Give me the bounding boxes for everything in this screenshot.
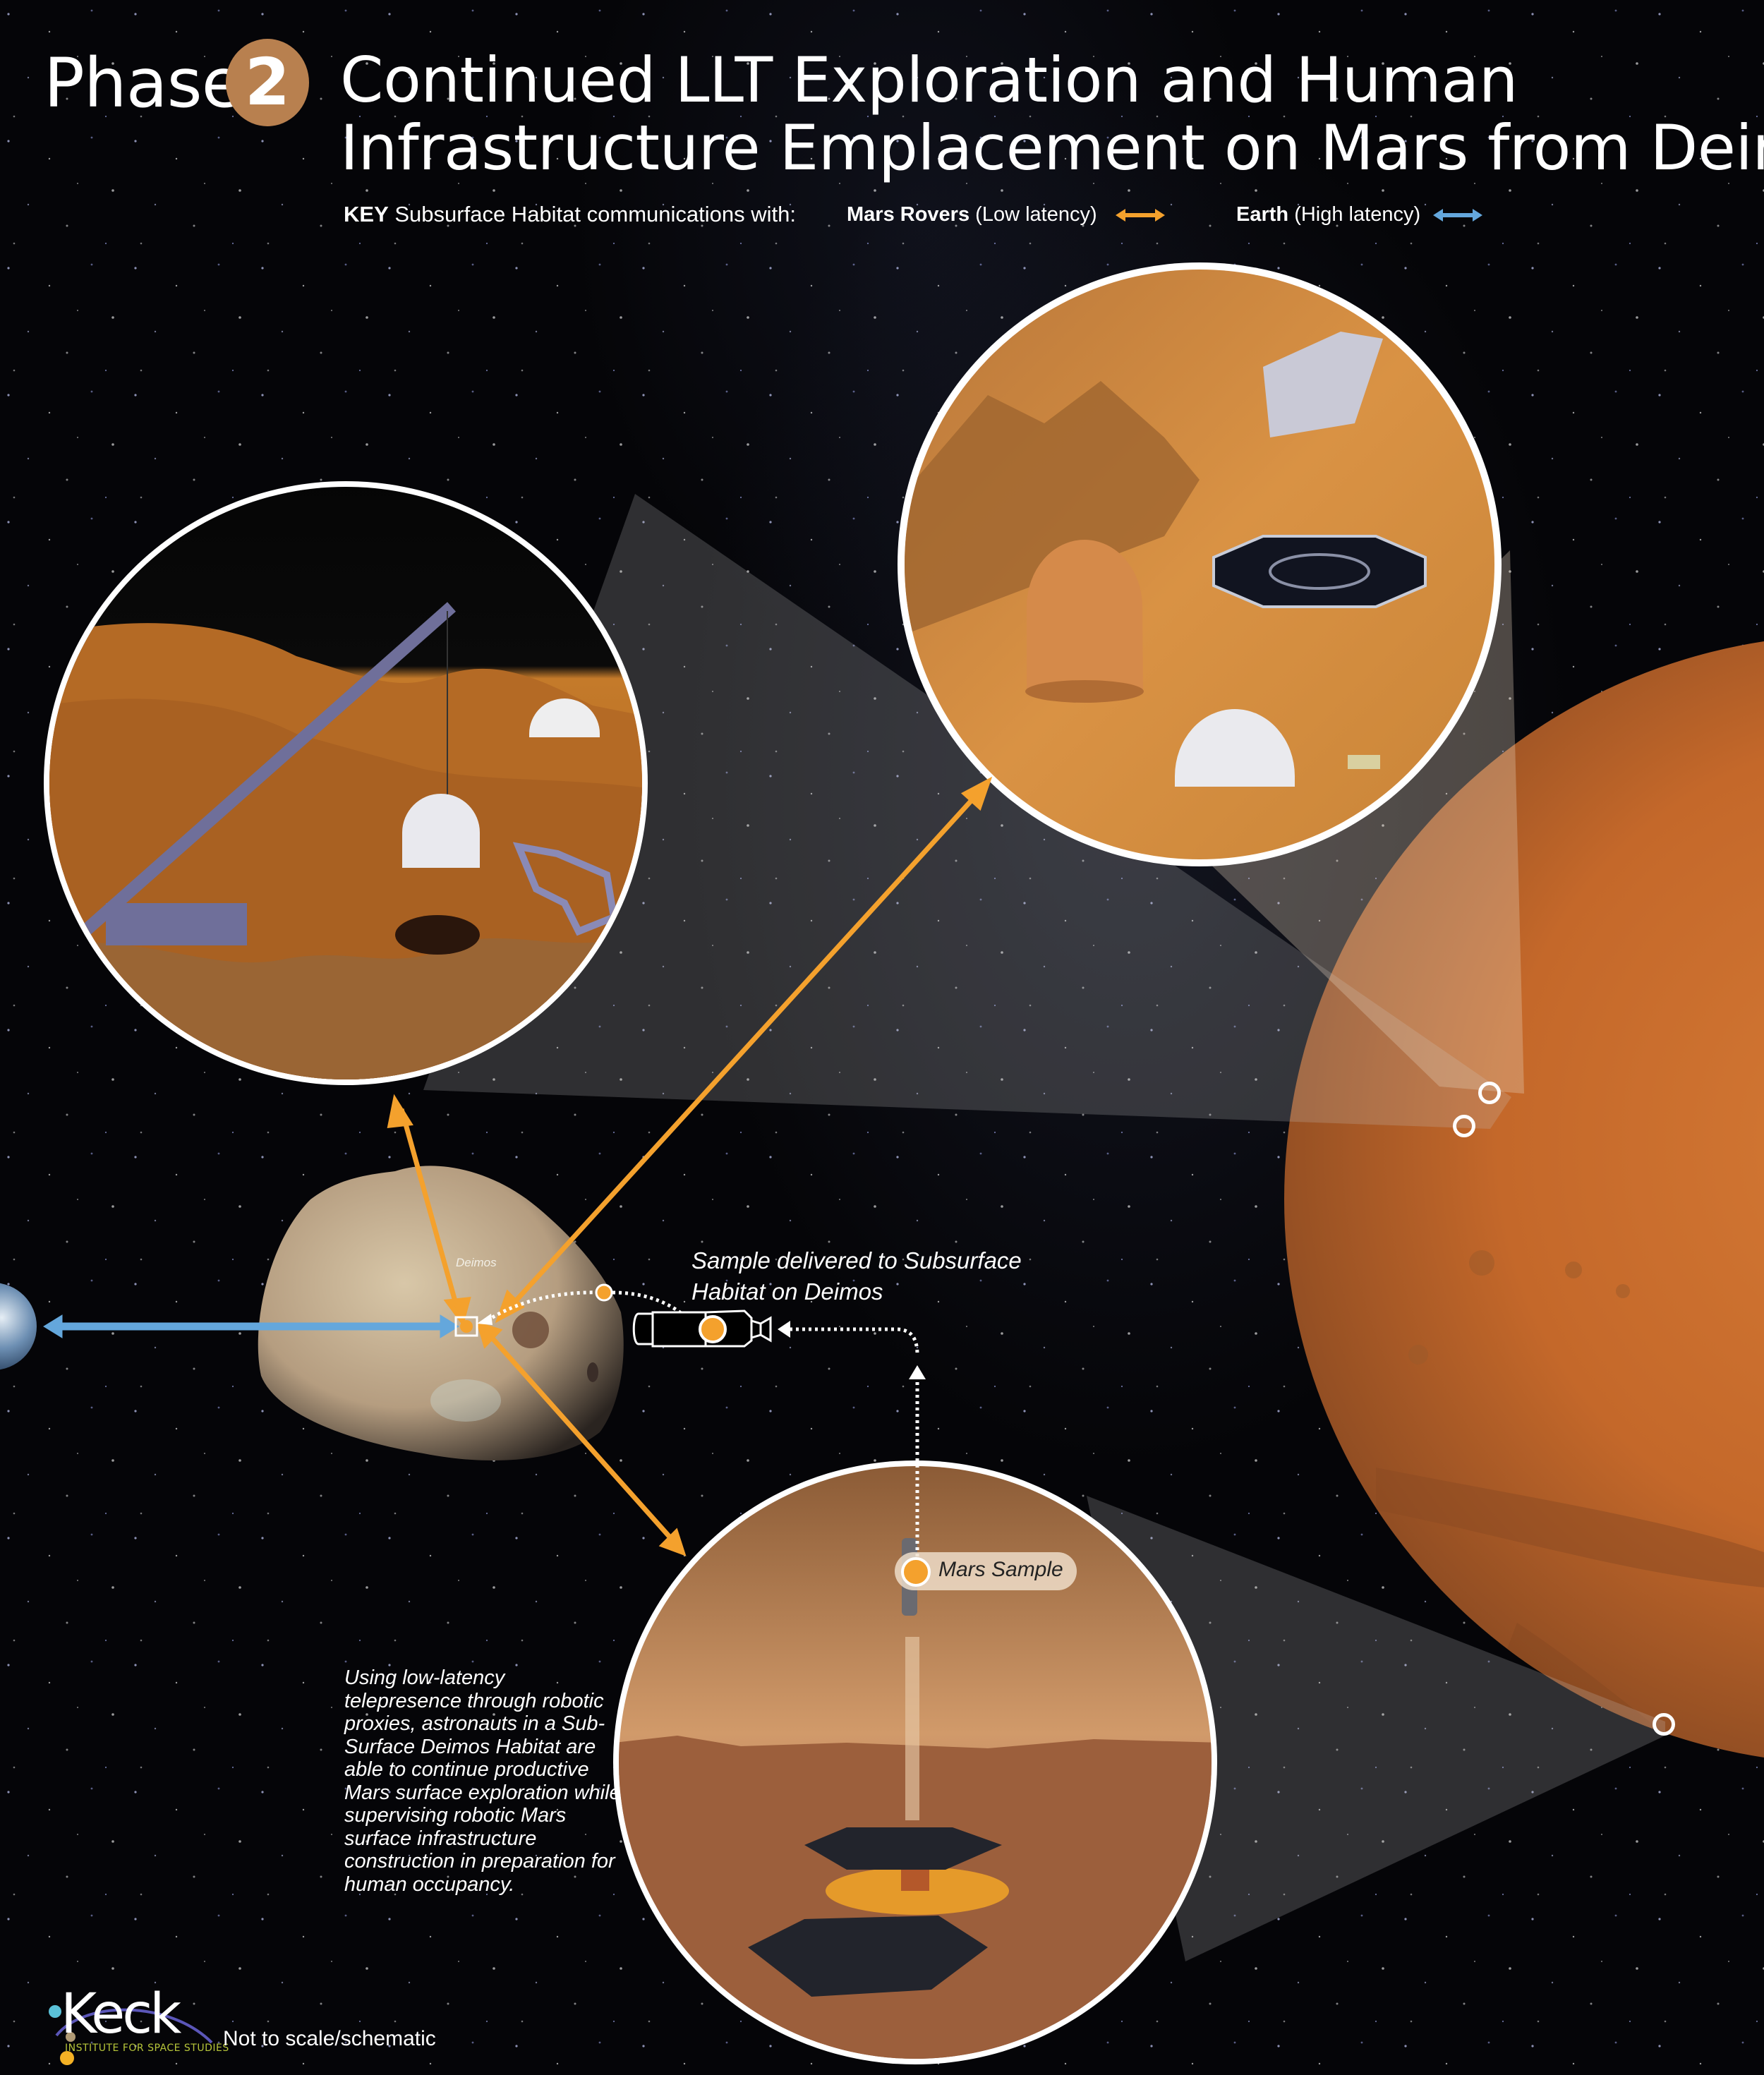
inset-sample-launch — [613, 1460, 1217, 2064]
deimos-moon — [258, 1166, 624, 1460]
earth-planet — [0, 1283, 37, 1370]
legend-item-name: Mars Rovers — [847, 203, 970, 226]
phase-label: Phase — [44, 44, 243, 123]
sample-capsule-icon — [632, 1309, 772, 1348]
legend-prefix: KEY — [344, 202, 389, 226]
exhaust-plume — [905, 1637, 919, 1820]
page-title-line-2: Infrastructure Emplacement on Mars from … — [340, 111, 1764, 184]
sample-waypoint-dot — [595, 1283, 613, 1302]
sample-delivered-caption: Sample delivered to Subsurface Habitat o… — [691, 1247, 1022, 1305]
keck-logo-wordmark: Keck — [61, 1983, 181, 2046]
subsurface-habitat-icon — [454, 1316, 478, 1337]
keck-logo-subtitle: INSTITUTE FOR SPACE STUDIES — [65, 2043, 229, 2054]
arrowhead-up-icon — [909, 1365, 926, 1379]
orange-double-arrow-icon — [1115, 209, 1165, 222]
mars-sample-callout: Mars Sample — [895, 1552, 1077, 1590]
mars-site-marker-2 — [1453, 1115, 1475, 1137]
legend-item-detail: (High latency) — [1294, 203, 1421, 226]
legend-description: Subsurface Habitat communications with: — [394, 202, 796, 226]
arrowhead-to-habitat-icon — [477, 1314, 493, 1325]
projection-beam-launch — [1087, 1496, 1665, 1961]
legend-heading: KEY Subsurface Habitat communications wi… — [344, 202, 796, 227]
legend-item-mars-rovers: Mars Rovers (Low latency) — [847, 203, 1165, 226]
keck-logo-orbit-icon — [49, 2005, 213, 2065]
arrowhead-to-capsule-icon — [778, 1321, 790, 1338]
sample-dot-icon — [901, 1557, 931, 1587]
legend-item-name: Earth — [1236, 203, 1289, 226]
blue-double-arrow-icon — [1433, 209, 1483, 222]
inset-habitat-site — [898, 262, 1502, 866]
description-paragraph: Using low-latency telepresence through r… — [344, 1666, 621, 1896]
scale-disclaimer: Not to scale/schematic — [223, 2027, 436, 2050]
legend-item-earth: Earth (High latency) — [1236, 203, 1483, 226]
phase-number-badge: 2 — [226, 39, 309, 126]
projection-beam-crane — [423, 494, 1511, 1129]
legend-item-detail: (Low latency) — [975, 203, 1097, 226]
mars-site-marker-3 — [1653, 1713, 1675, 1736]
page-title-line-1: Continued LLT Exploration and Human — [340, 44, 1518, 116]
deimos-label: Deimos — [456, 1256, 497, 1269]
high-latency-arrow — [43, 1314, 459, 1338]
mars-sample-label: Mars Sample — [938, 1558, 1063, 1581]
mars-site-marker-1 — [1478, 1082, 1501, 1104]
